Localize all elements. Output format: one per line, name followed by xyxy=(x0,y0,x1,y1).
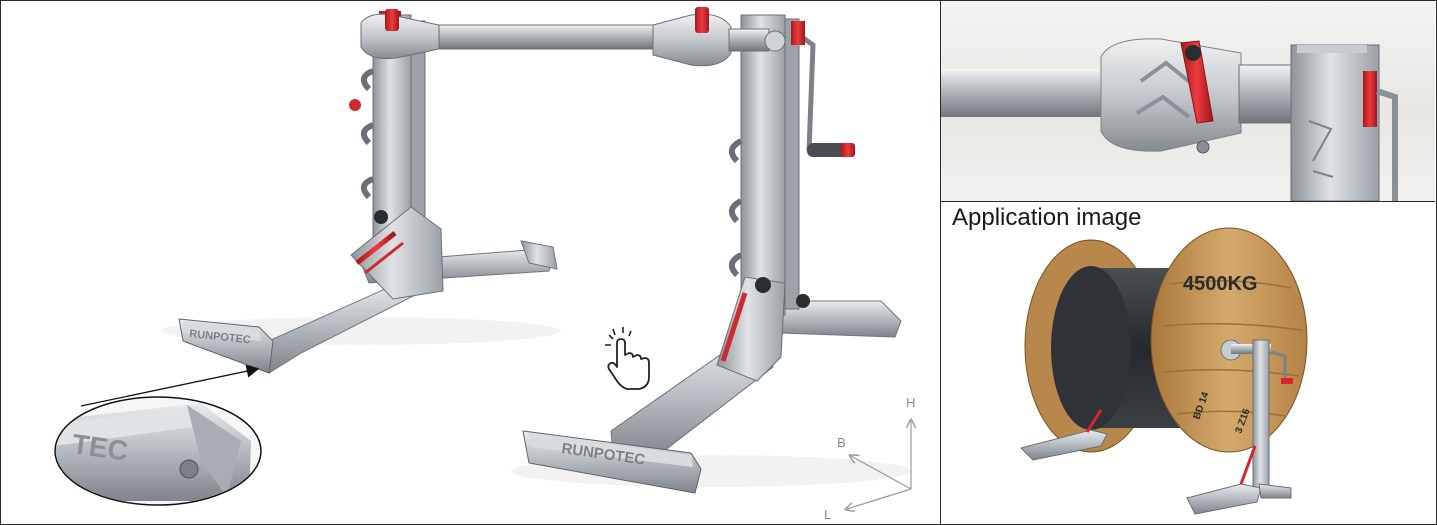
spool-load-text: 4500KG xyxy=(1183,273,1258,295)
drum-shaft xyxy=(360,7,786,67)
shaft-clamp-closeup xyxy=(941,38,1398,201)
clamp-detail-view xyxy=(941,1,1435,202)
left-stand: RUNPOTEC xyxy=(178,11,558,374)
product-main-view: RUNPOTEC RUNPOTEC xyxy=(1,1,941,524)
axis-height-label: H xyxy=(906,395,915,410)
zoom-brand-text: TEC xyxy=(70,428,130,466)
orientation-axes: H B L xyxy=(824,395,915,522)
pointer-hand-icon xyxy=(605,327,650,390)
callout-arrow xyxy=(80,364,260,407)
axis-length-label: L xyxy=(824,507,831,522)
foot-detail-callout: TEC xyxy=(54,364,262,506)
cable-drum-stand-illustration: RUNPOTEC RUNPOTEC xyxy=(54,7,940,522)
axis-length-line xyxy=(847,488,912,509)
application-title: Application image xyxy=(952,204,1142,231)
axis-width-line xyxy=(851,456,912,490)
right-stand: RUNPOTEC xyxy=(522,14,902,494)
spool-application-illustration: 4500KG BD 14 3 Z16 xyxy=(1020,227,1308,515)
application-view: Application image 4500KG BD 14 3 Z16 xyxy=(941,202,1435,523)
axis-width-label: B xyxy=(837,435,846,450)
